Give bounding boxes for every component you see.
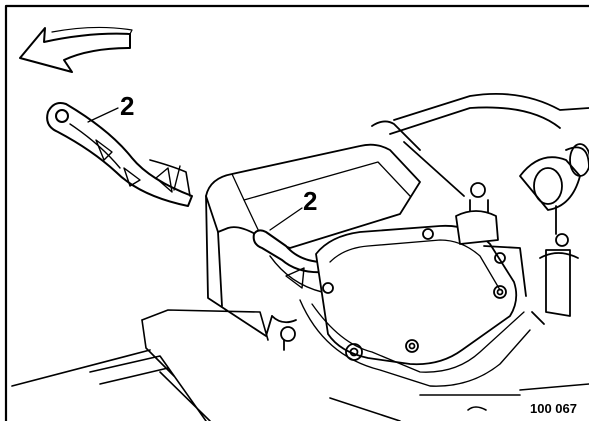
figure-border bbox=[4, 4, 589, 421]
callout-leader-detail bbox=[87, 107, 119, 123]
rocker-cover bbox=[205, 143, 421, 351]
cylinder-head-cover bbox=[299, 224, 531, 387]
engine-base bbox=[11, 309, 589, 421]
engine-upper-components bbox=[371, 93, 589, 325]
callout-leader-installed bbox=[269, 207, 303, 231]
removal-direction-arrow-icon bbox=[19, 26, 133, 73]
bracket-part-icon bbox=[46, 102, 193, 207]
figure-reference-number: 100 067 bbox=[530, 401, 577, 416]
callout-number-installed: 2 bbox=[303, 186, 318, 216]
callout-number-detail: 2 bbox=[120, 91, 135, 121]
